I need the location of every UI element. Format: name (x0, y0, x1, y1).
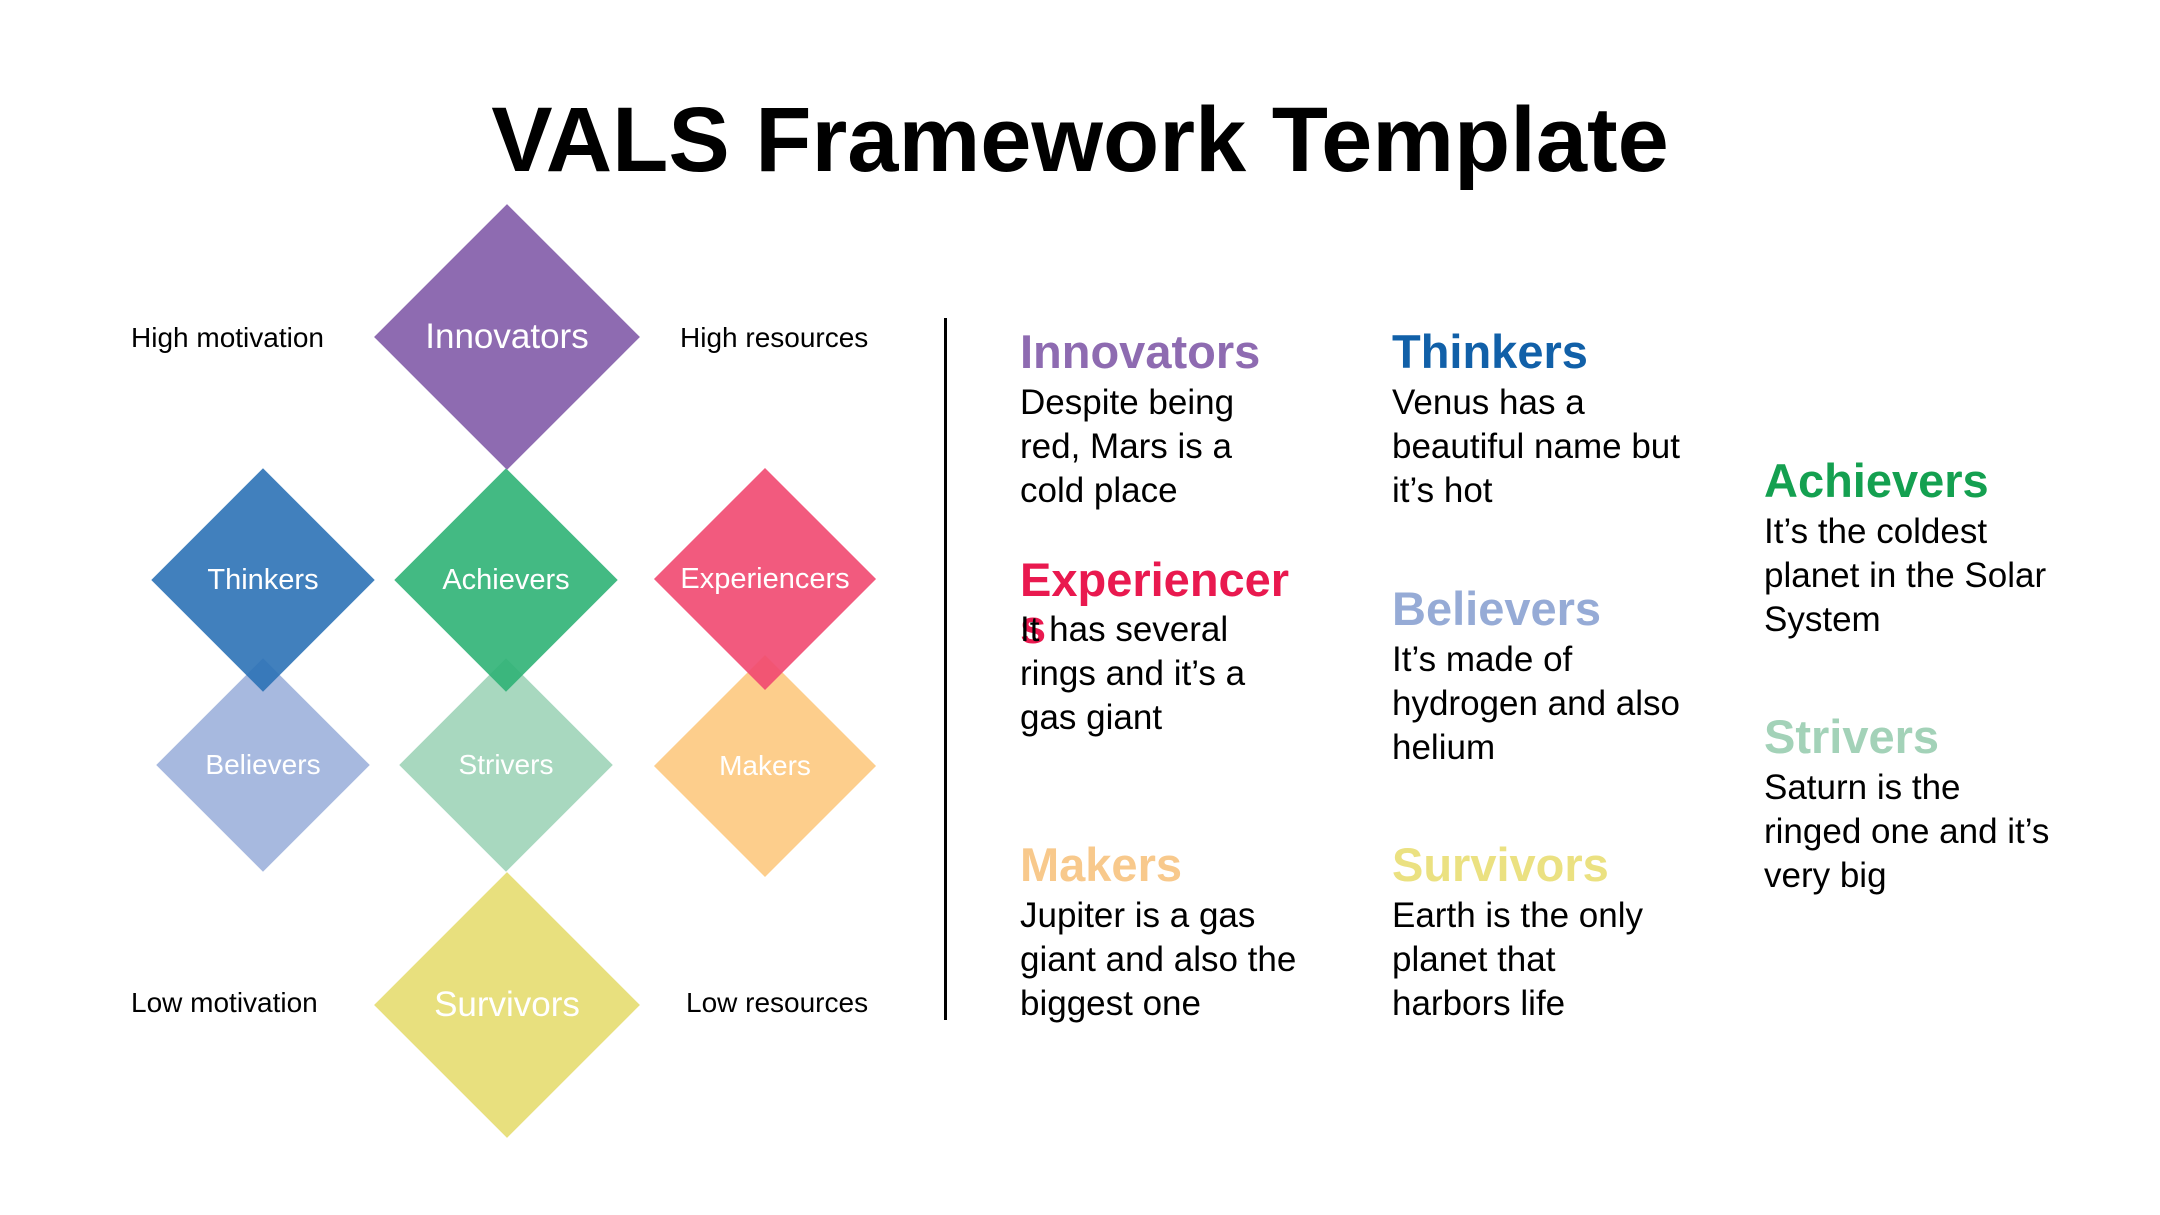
page-title: VALS Framework Template (491, 89, 1669, 191)
diamond-achievers: Achievers (394, 468, 618, 692)
segment-strivers: Strivers Saturn is the ringed one and it… (1764, 713, 2054, 898)
diamond-innovators: Innovators (374, 204, 640, 470)
segment-innovators: Innovators Despite being red, Mars is a … (1020, 328, 1300, 513)
diamond-believers: Believers (156, 658, 370, 872)
diamond-strivers: Strivers (399, 658, 613, 872)
segment-achievers: Achievers It’s the coldest planet in the… (1764, 457, 2054, 642)
segment-achievers-text: It’s the coldest planet in the Solar Sys… (1764, 512, 2047, 639)
high-motivation-label: High motivation (131, 322, 324, 353)
diamond-thinkers-label: Thinkers (207, 563, 319, 596)
diamond-experiencers-label: Experiencers (680, 562, 850, 595)
segment-survivors: Survivors Earth is the only planet that … (1392, 841, 1682, 1026)
segment-survivors-text: Earth is the only planet that harbors li… (1392, 896, 1643, 1023)
segment-experiencers-text: It has several rings and it’s a gas gian… (1020, 610, 1246, 737)
segment-innovators-text: Despite being red, Mars is a cold place (1020, 383, 1235, 510)
segment-achievers-name: Achievers (1764, 454, 1989, 507)
segment-innovators-name: Innovators (1020, 325, 1261, 378)
segment-experiencers-name: Experiencers (1020, 553, 1290, 653)
low-motivation-label: Low motivation (131, 987, 318, 1018)
segment-experiencers: Experiencers It has several rings and it… (1020, 556, 1310, 740)
segment-strivers-name: Strivers (1764, 710, 1940, 763)
segment-thinkers: Thinkers Venus has a beautiful name but … (1392, 328, 1682, 513)
vertical-divider (944, 318, 947, 1020)
segment-survivors-name: Survivors (1392, 838, 1609, 891)
diamond-believers-label: Believers (205, 749, 321, 780)
diamond-experiencers: Experiencers (653, 467, 877, 691)
diamond-achievers-label: Achievers (442, 563, 570, 596)
diamond-thinkers: Thinkers (151, 468, 375, 692)
diamond-survivors: Survivors (374, 872, 640, 1138)
diamond-strivers-label: Strivers (458, 749, 554, 780)
diamond-survivors-label: Survivors (434, 985, 580, 1024)
diamond-makers-label: Makers (719, 750, 811, 781)
segment-thinkers-text: Venus has a beautiful name but it’s hot (1392, 383, 1680, 510)
segment-believers-text: It’s made of hydrogen and also helium (1392, 640, 1680, 767)
segment-believers: Believers It’s made of hydrogen and also… (1392, 585, 1682, 770)
high-resources-label: High resources (680, 322, 869, 353)
segment-strivers-text: Saturn is the ringed one and it’s very b… (1764, 768, 2050, 895)
diamond-innovators-label: Innovators (425, 317, 589, 356)
segment-thinkers-name: Thinkers (1392, 325, 1588, 378)
segment-makers: Makers Jupiter is a gas giant and also t… (1020, 841, 1310, 1026)
diamond-makers: Makers (653, 654, 877, 878)
low-resources-label: Low resources (686, 987, 869, 1018)
segment-believers-name: Believers (1392, 582, 1602, 635)
segment-makers-name: Makers (1020, 838, 1182, 891)
segment-makers-text: Jupiter is a gas giant and also the bigg… (1020, 896, 1297, 1023)
